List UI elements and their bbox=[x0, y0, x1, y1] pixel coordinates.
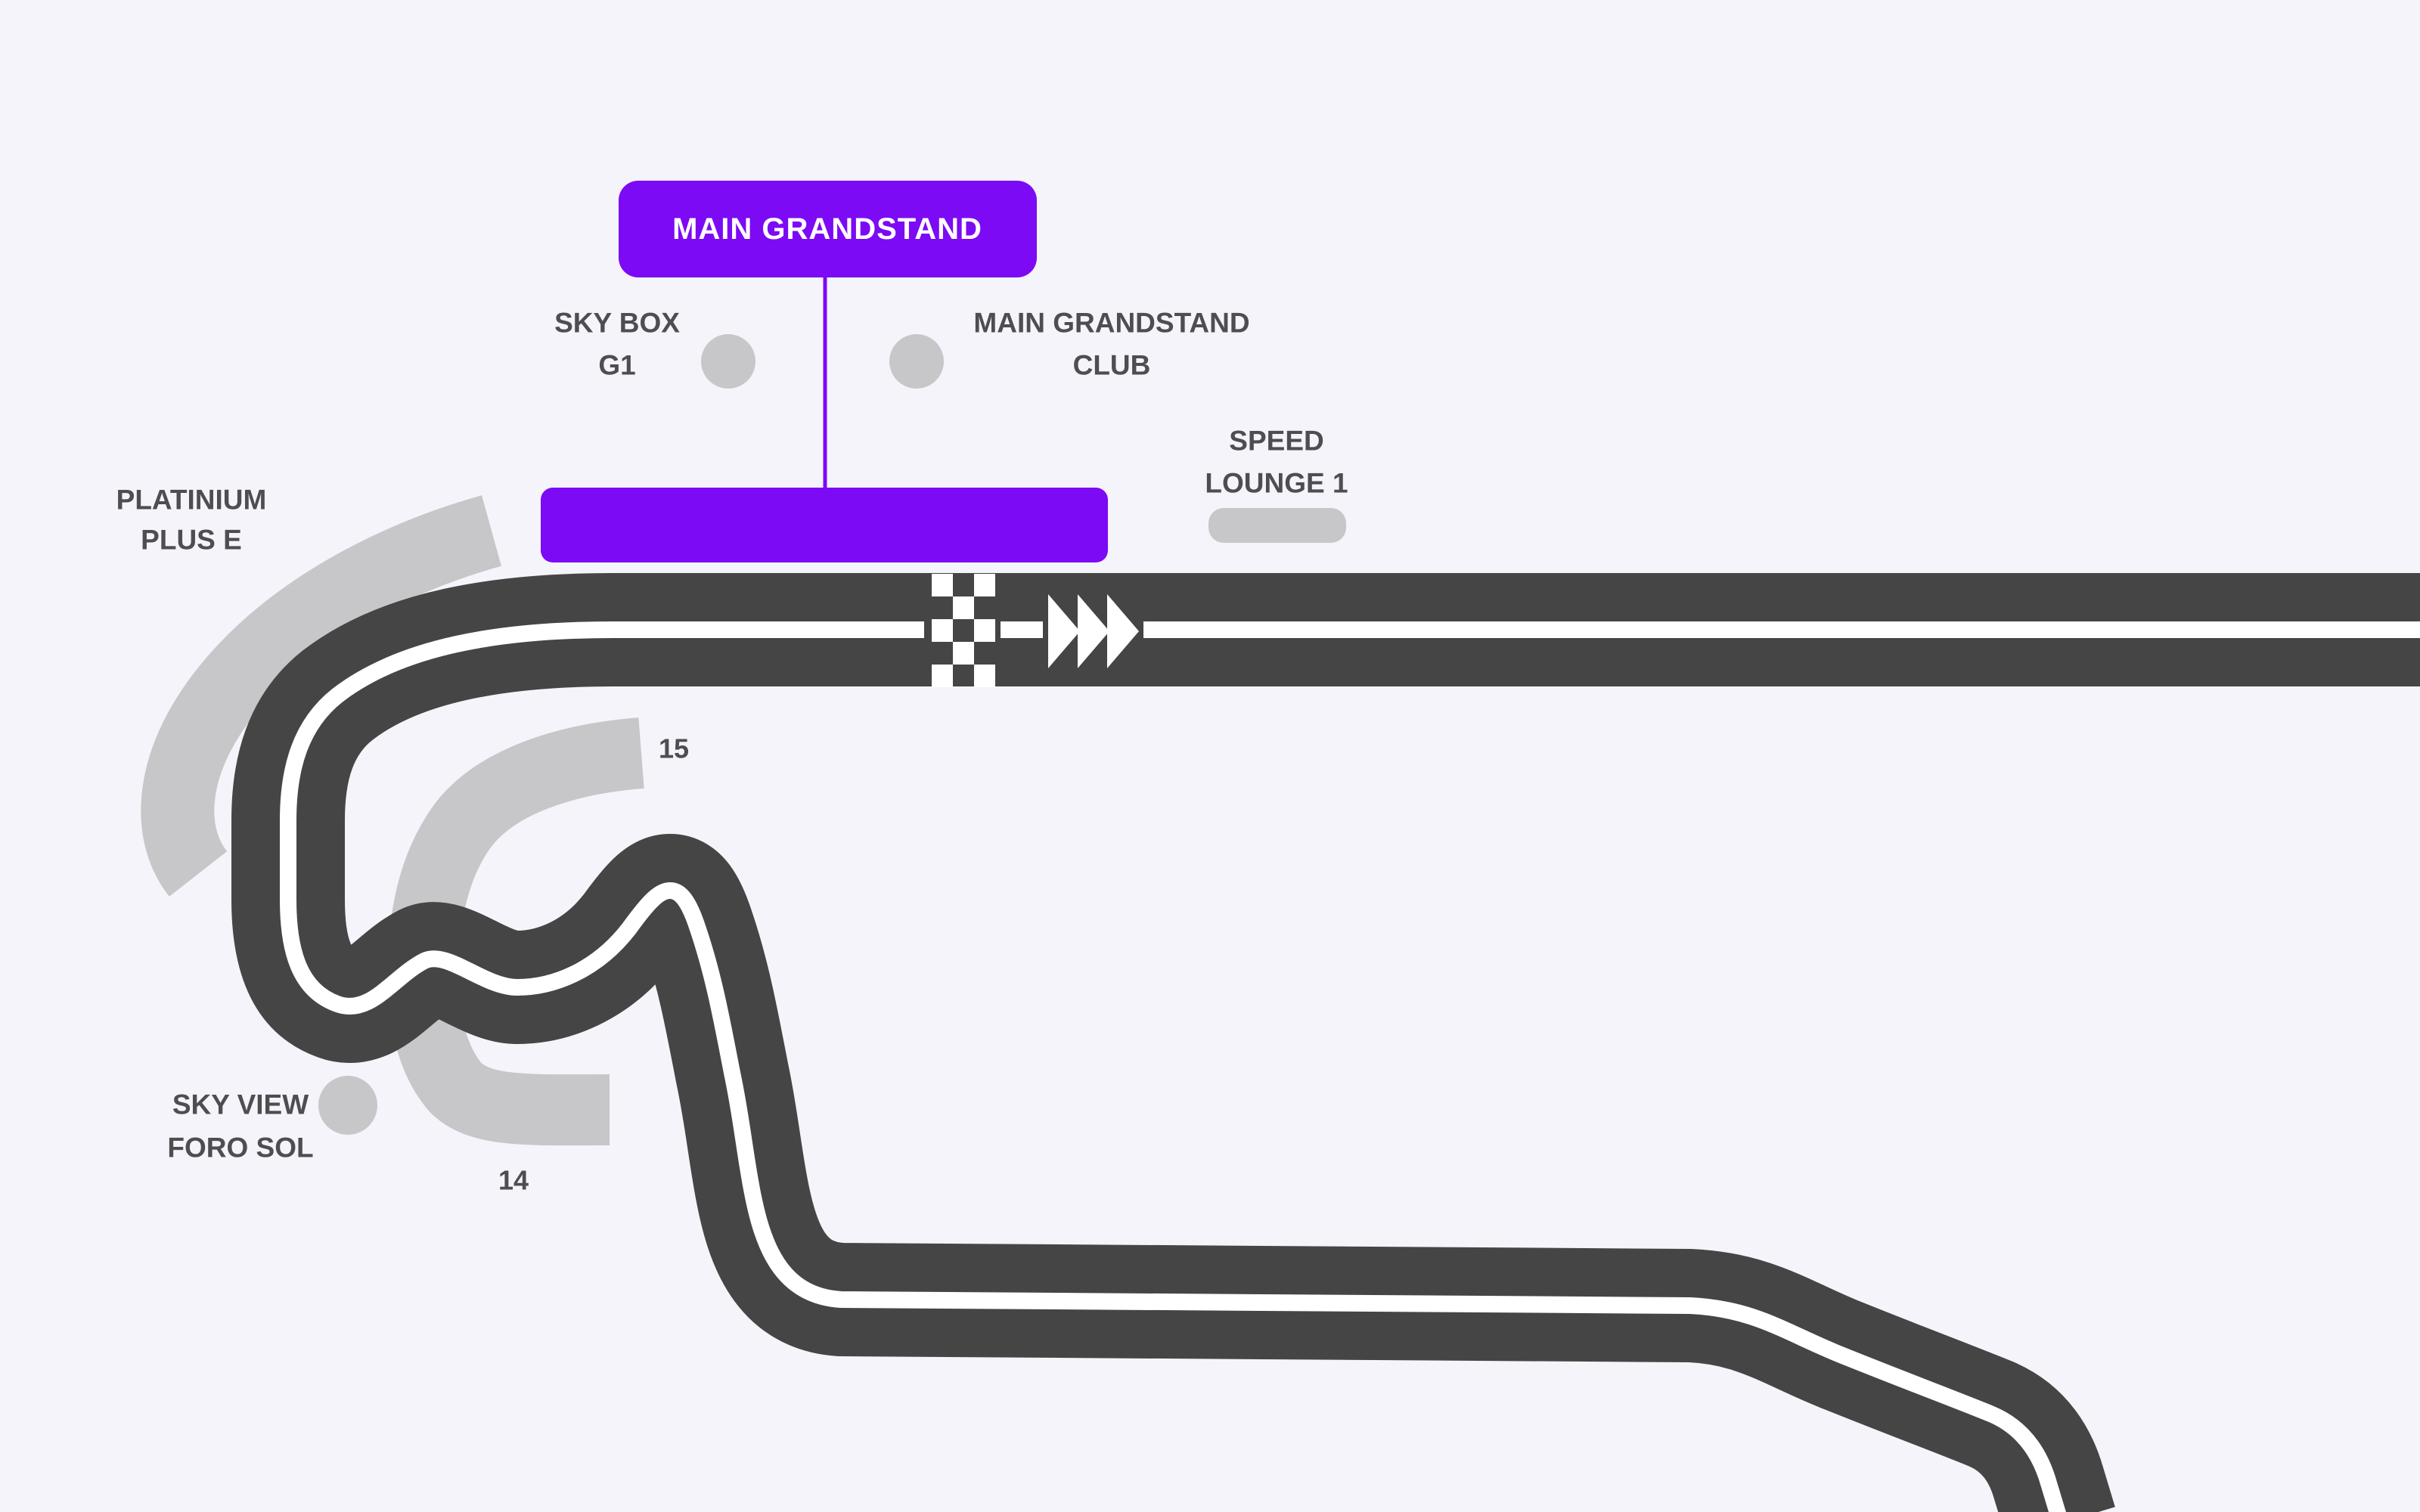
sky-view-label-line2: FORO SOL bbox=[167, 1132, 313, 1163]
main-grandstand-club-marker[interactable] bbox=[889, 334, 944, 389]
platinium-plus-e-stand[interactable] bbox=[141, 495, 502, 897]
sky-box-g1-marker[interactable] bbox=[701, 334, 755, 389]
sky-view-foro-sol-marker[interactable] bbox=[318, 1076, 377, 1135]
turn-15-label: 15 bbox=[659, 733, 689, 764]
grandstand-tooltip[interactable]: MAIN GRANDSTAND bbox=[619, 181, 1037, 277]
platinium-label-line1: PLATINIUM bbox=[116, 485, 267, 516]
sky-view-label-line1: SKY VIEW bbox=[172, 1089, 309, 1120]
speed-lounge-label-line1: SPEED bbox=[1229, 426, 1323, 457]
start-finish-checkered-icon bbox=[932, 574, 995, 687]
main-grandstand-block[interactable] bbox=[541, 488, 1108, 562]
track-center-line bbox=[288, 621, 2420, 1512]
sky-box-label-line1: SKY BOX bbox=[554, 308, 680, 339]
speed-lounge-1-block[interactable] bbox=[1208, 508, 1346, 543]
stand-labels: SKY BOX G1 MAIN GRANDSTAND CLUB SPEED LO… bbox=[116, 308, 1348, 1196]
main-grandstand-club-label-line2: CLUB bbox=[1073, 350, 1151, 381]
direction-arrows-icon bbox=[1048, 594, 1139, 668]
sky-box-label-line2: G1 bbox=[598, 350, 635, 381]
tooltip-label: MAIN GRANDSTAND bbox=[672, 212, 982, 246]
main-grandstand-club-label-line1: MAIN GRANDSTAND bbox=[973, 308, 1249, 339]
speed-lounge-label-line2: LOUNGE 1 bbox=[1205, 468, 1348, 499]
platinium-label-line2: PLUS E bbox=[141, 525, 242, 556]
turn-14-label: 14 bbox=[498, 1165, 529, 1196]
